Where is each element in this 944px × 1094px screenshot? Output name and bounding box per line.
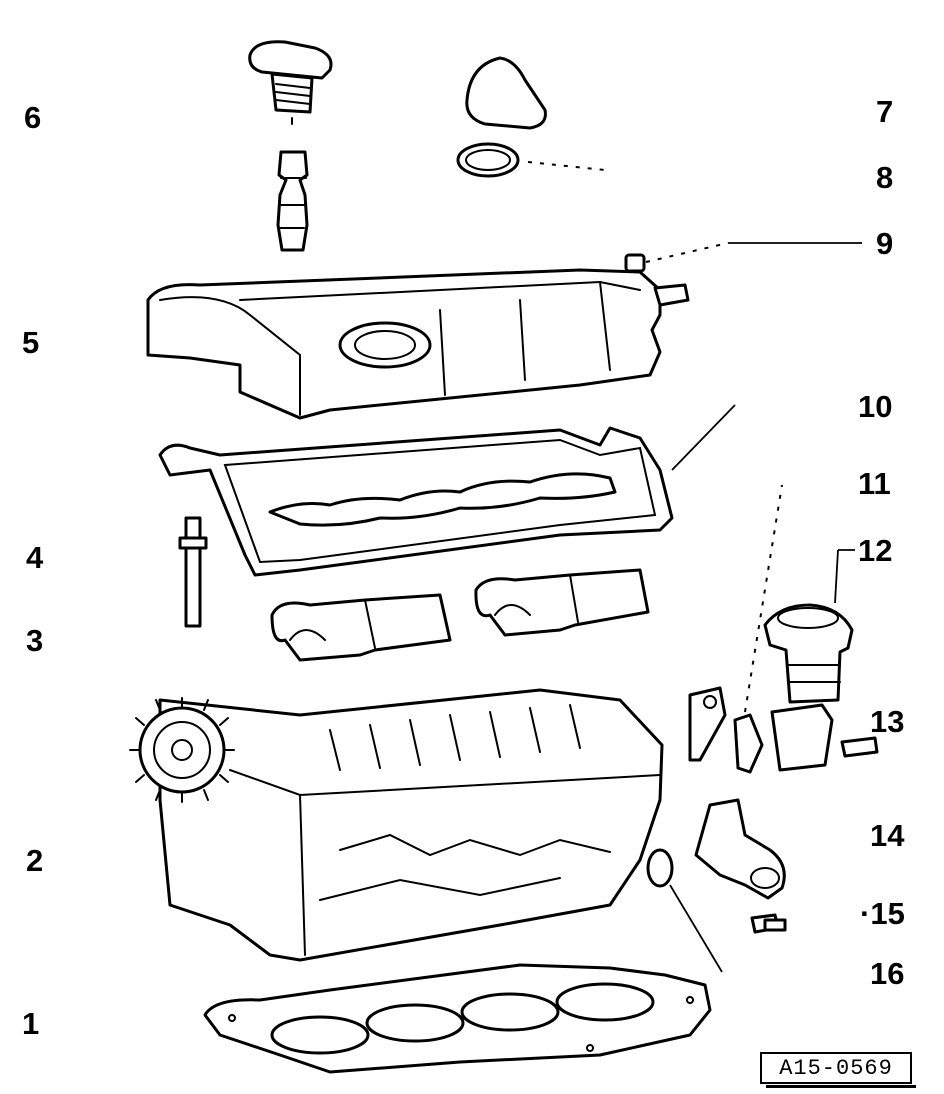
callout-1: 1 (22, 1006, 40, 1041)
callout-7: 7 (876, 94, 894, 129)
part-13-flange (770, 703, 879, 772)
figure-reference-code: A15-0569 (760, 1052, 916, 1088)
part-2-cylinder-head (129, 686, 727, 962)
callout-9: 9 (876, 226, 894, 261)
part-3-bearing-caps (270, 568, 650, 662)
part-5-cylinder-head-cover (146, 268, 690, 420)
part-10-cover-gasket (158, 404, 736, 577)
part-8-seal-ring (456, 142, 606, 178)
callout-4: 4 (26, 540, 44, 575)
part-4-bolt (178, 516, 208, 628)
part-16-o-ring (646, 848, 723, 973)
callout-2: 2 (26, 843, 44, 878)
part-1-head-gasket (203, 963, 712, 1074)
part-15-bolt (750, 913, 787, 934)
callout-10: 10 (858, 389, 893, 424)
callout-15: ·15 (860, 896, 905, 931)
part-6-oil-filler-cap (248, 40, 333, 252)
callout-8: 8 (876, 160, 894, 195)
part-9-nut (624, 242, 862, 273)
callout-12: 12 (858, 533, 893, 568)
part-12-housing (763, 549, 855, 704)
callout-6: 6 (24, 100, 42, 135)
part-14-coolant-flange (694, 798, 786, 900)
callout-13: 13 (870, 704, 905, 739)
callout-3: 3 (26, 623, 44, 658)
callout-16: 16 (870, 956, 905, 991)
callout-11: 11 (858, 466, 891, 501)
part-7-cap (465, 56, 547, 130)
callout-14: 14 (870, 818, 905, 853)
part-11-seal (733, 484, 783, 774)
callout-5: 5 (22, 325, 40, 360)
